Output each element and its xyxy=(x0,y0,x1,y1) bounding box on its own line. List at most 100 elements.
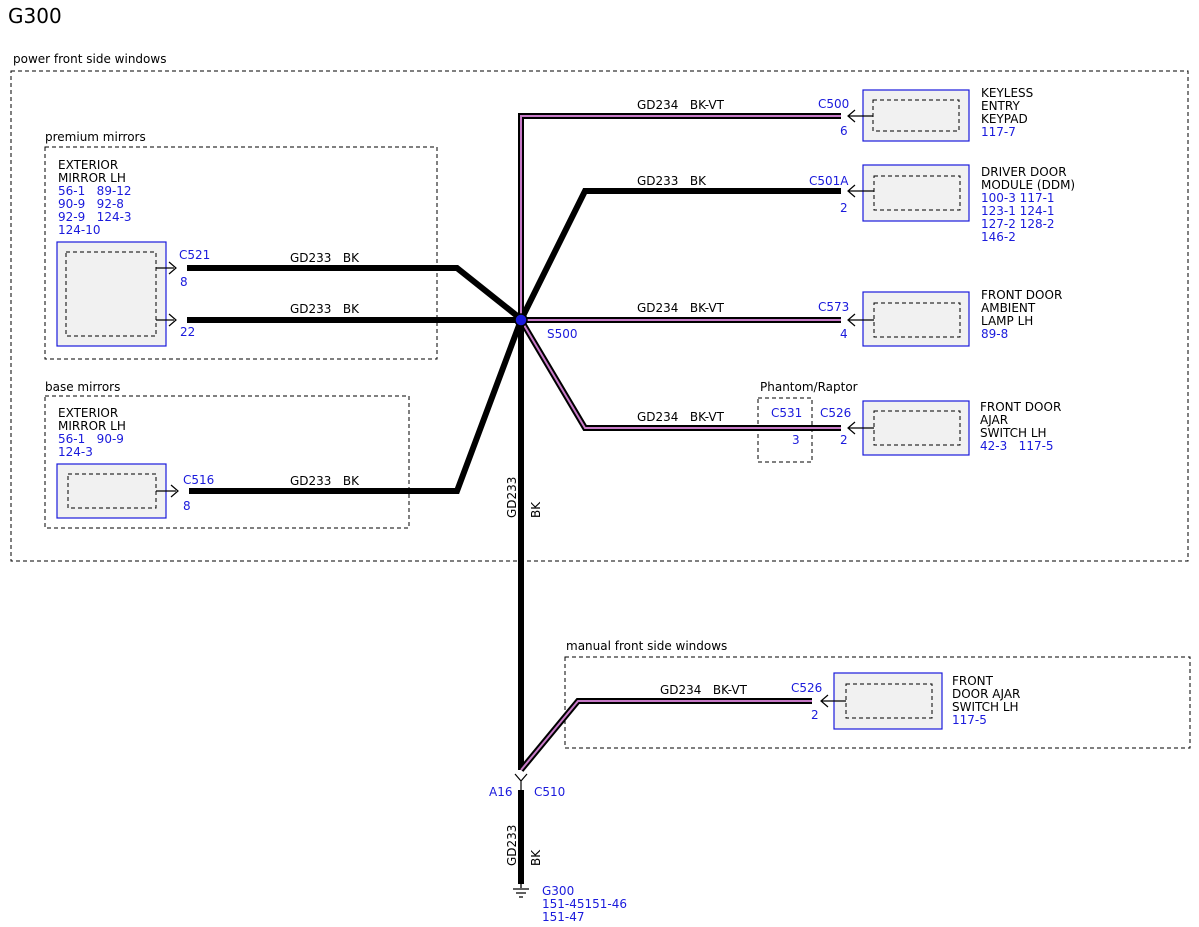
mirror-premium-pin-upper xyxy=(156,261,177,275)
wire-mirror-base xyxy=(189,318,524,494)
ajar-switch-inner xyxy=(873,410,961,446)
connector-c573-pin: 4 xyxy=(840,327,848,341)
connector-c526-id: C526 xyxy=(820,406,851,420)
wire-label-trunk-circuit: GD233 xyxy=(505,477,519,518)
manual-ajar-switch-box xyxy=(833,672,943,730)
wire-label-ddm: GD233 BK xyxy=(637,174,707,188)
ddm-ref-3: 127-2 128-2 xyxy=(981,217,1055,231)
wire-manual-ajar-stripe xyxy=(520,700,812,771)
keyless-keypad-box xyxy=(862,89,970,142)
connector-c526-manual-pin: 2 xyxy=(811,708,819,722)
manual-ajar-switch-pin xyxy=(820,694,846,708)
manual-ajar-switch-name-1: FRONT xyxy=(952,674,994,688)
manual-ajar-switch-name-3: SWITCH LH xyxy=(952,700,1019,714)
splice-s500-label: S500 xyxy=(547,327,578,341)
keyless-keypad-name-2: ENTRY xyxy=(981,99,1020,113)
mirror-premium-name-2: MIRROR LH xyxy=(58,171,126,185)
connector-c526-pin: 2 xyxy=(840,433,848,447)
connector-c521-pin-22: 22 xyxy=(180,325,195,339)
manual-ajar-switch-name-2: DOOR AJAR xyxy=(952,687,1020,701)
wire-label-mirror-upper: GD233 BK xyxy=(290,251,360,265)
group-power-front-side-windows xyxy=(10,70,1189,562)
wire-label-ground-color: BK xyxy=(529,849,543,866)
mirror-base-pin xyxy=(156,484,179,498)
connector-c573-id: C573 xyxy=(818,300,849,314)
wire-label-keypad: GD234 BK-VT xyxy=(637,98,725,112)
ddm-ref-1: 100-3 117-1 xyxy=(981,191,1055,205)
wire-label-trunk-color: BK xyxy=(529,501,543,518)
ddm-name-2: MODULE (DDM) xyxy=(981,178,1075,192)
ddm-ref-2: 123-1 124-1 xyxy=(981,204,1055,218)
wire-ddm xyxy=(518,188,841,322)
ajar-switch-pin xyxy=(847,421,874,435)
wire-label-manual-ajar: GD234 BK-VT xyxy=(660,683,748,697)
ground-g300-ref-2: 151-47 xyxy=(542,910,585,924)
ajar-switch-name-1: FRONT DOOR xyxy=(980,400,1061,414)
mirror-base-box xyxy=(56,463,167,519)
ajar-switch-name-3: SWITCH LH xyxy=(980,426,1047,440)
manual-ajar-switch-ref-1: 117-5 xyxy=(952,713,987,727)
ajar-switch-box xyxy=(862,400,970,456)
connector-c500-pin: 6 xyxy=(840,124,848,138)
mirror-premium-ref-1: 56-1 89-12 xyxy=(58,184,132,198)
wire-label-mirror-lower: GD233 BK xyxy=(290,302,360,316)
ambient-lamp-pin xyxy=(847,313,874,327)
group-label-base-mirrors: base mirrors xyxy=(45,380,120,394)
ddm-pin xyxy=(847,184,874,198)
connector-c501a-id: C501A xyxy=(809,174,849,188)
connector-c516-id: C516 xyxy=(183,473,214,487)
diagram-title: G300 xyxy=(8,4,62,28)
mirror-premium-ref-2: 90-9 92-8 xyxy=(58,197,124,211)
ground-symbol-icon xyxy=(513,884,529,898)
group-label-phantom-raptor: Phantom/Raptor xyxy=(760,380,858,394)
ajar-switch-name-2: AJAR xyxy=(980,413,1008,427)
connector-c501a-pin: 2 xyxy=(840,201,848,215)
mirror-premium-box xyxy=(56,241,167,347)
connector-c516-pin: 8 xyxy=(183,499,191,513)
mirror-premium-ref-4: 124-10 xyxy=(58,223,101,237)
mirror-base-ref-2: 124-3 xyxy=(58,445,93,459)
ambient-lamp-box xyxy=(862,291,970,347)
ajar-switch-ref-1: 42-3 117-5 xyxy=(980,439,1054,453)
ddm-ref-4: 146-2 xyxy=(981,230,1016,244)
wire-mirror-upper xyxy=(187,265,523,322)
connector-c521-id: C521 xyxy=(179,248,210,262)
ambient-lamp-inner xyxy=(873,302,961,338)
ambient-lamp-ref-1: 89-8 xyxy=(981,327,1008,341)
ddm-name-1: DRIVER DOOR xyxy=(981,165,1067,179)
wire-label-ground-circuit: GD233 xyxy=(505,825,519,866)
ddm-inner xyxy=(873,175,961,211)
mirror-premium-inner xyxy=(65,251,157,337)
splice-s500-dot xyxy=(514,313,528,327)
wire-ajar-stripe xyxy=(520,319,841,429)
group-label-power-front-side-windows: power front side windows xyxy=(13,52,166,66)
ambient-lamp-name-3: LAMP LH xyxy=(981,314,1033,328)
wire-label-ambient: GD234 BK-VT xyxy=(637,301,725,315)
connector-c510-pin: A16 xyxy=(489,785,512,799)
connector-c500-id: C500 xyxy=(818,97,849,111)
group-premium-mirrors xyxy=(44,146,438,360)
mirror-base-name-2: MIRROR LH xyxy=(58,419,126,433)
ambient-lamp-name-2: AMBIENT xyxy=(981,301,1036,315)
ground-g300-ref-1: 151-45151-46 xyxy=(542,897,627,911)
keyless-keypad-name-3: KEYPAD xyxy=(981,112,1028,126)
keyless-keypad-name-1: KEYLESS xyxy=(981,86,1033,100)
connector-c526-manual-id: C526 xyxy=(791,681,822,695)
wire-keypad-stripe xyxy=(520,115,841,320)
mirror-base-ref-1: 56-1 90-9 xyxy=(58,432,124,446)
mirror-premium-pin-lower xyxy=(156,313,177,327)
ambient-lamp-name-1: FRONT DOOR xyxy=(981,288,1062,302)
mirror-base-name-1: EXTERIOR xyxy=(58,406,118,420)
group-label-premium-mirrors: premium mirrors xyxy=(45,130,146,144)
mirror-premium-name-1: EXTERIOR xyxy=(58,158,118,172)
ddm-box xyxy=(862,164,970,222)
keyless-keypad-pin xyxy=(847,109,873,123)
group-label-manual-front-side-windows: manual front side windows xyxy=(566,639,727,653)
manual-ajar-switch-inner xyxy=(845,683,933,719)
connector-c531-id: C531 xyxy=(771,406,802,420)
mirror-premium-ref-3: 92-9 124-3 xyxy=(58,210,132,224)
group-manual-front-side-windows xyxy=(564,656,1191,749)
wire-label-ajar: GD234 BK-VT xyxy=(637,410,725,424)
connector-c531-pin: 3 xyxy=(792,433,800,447)
